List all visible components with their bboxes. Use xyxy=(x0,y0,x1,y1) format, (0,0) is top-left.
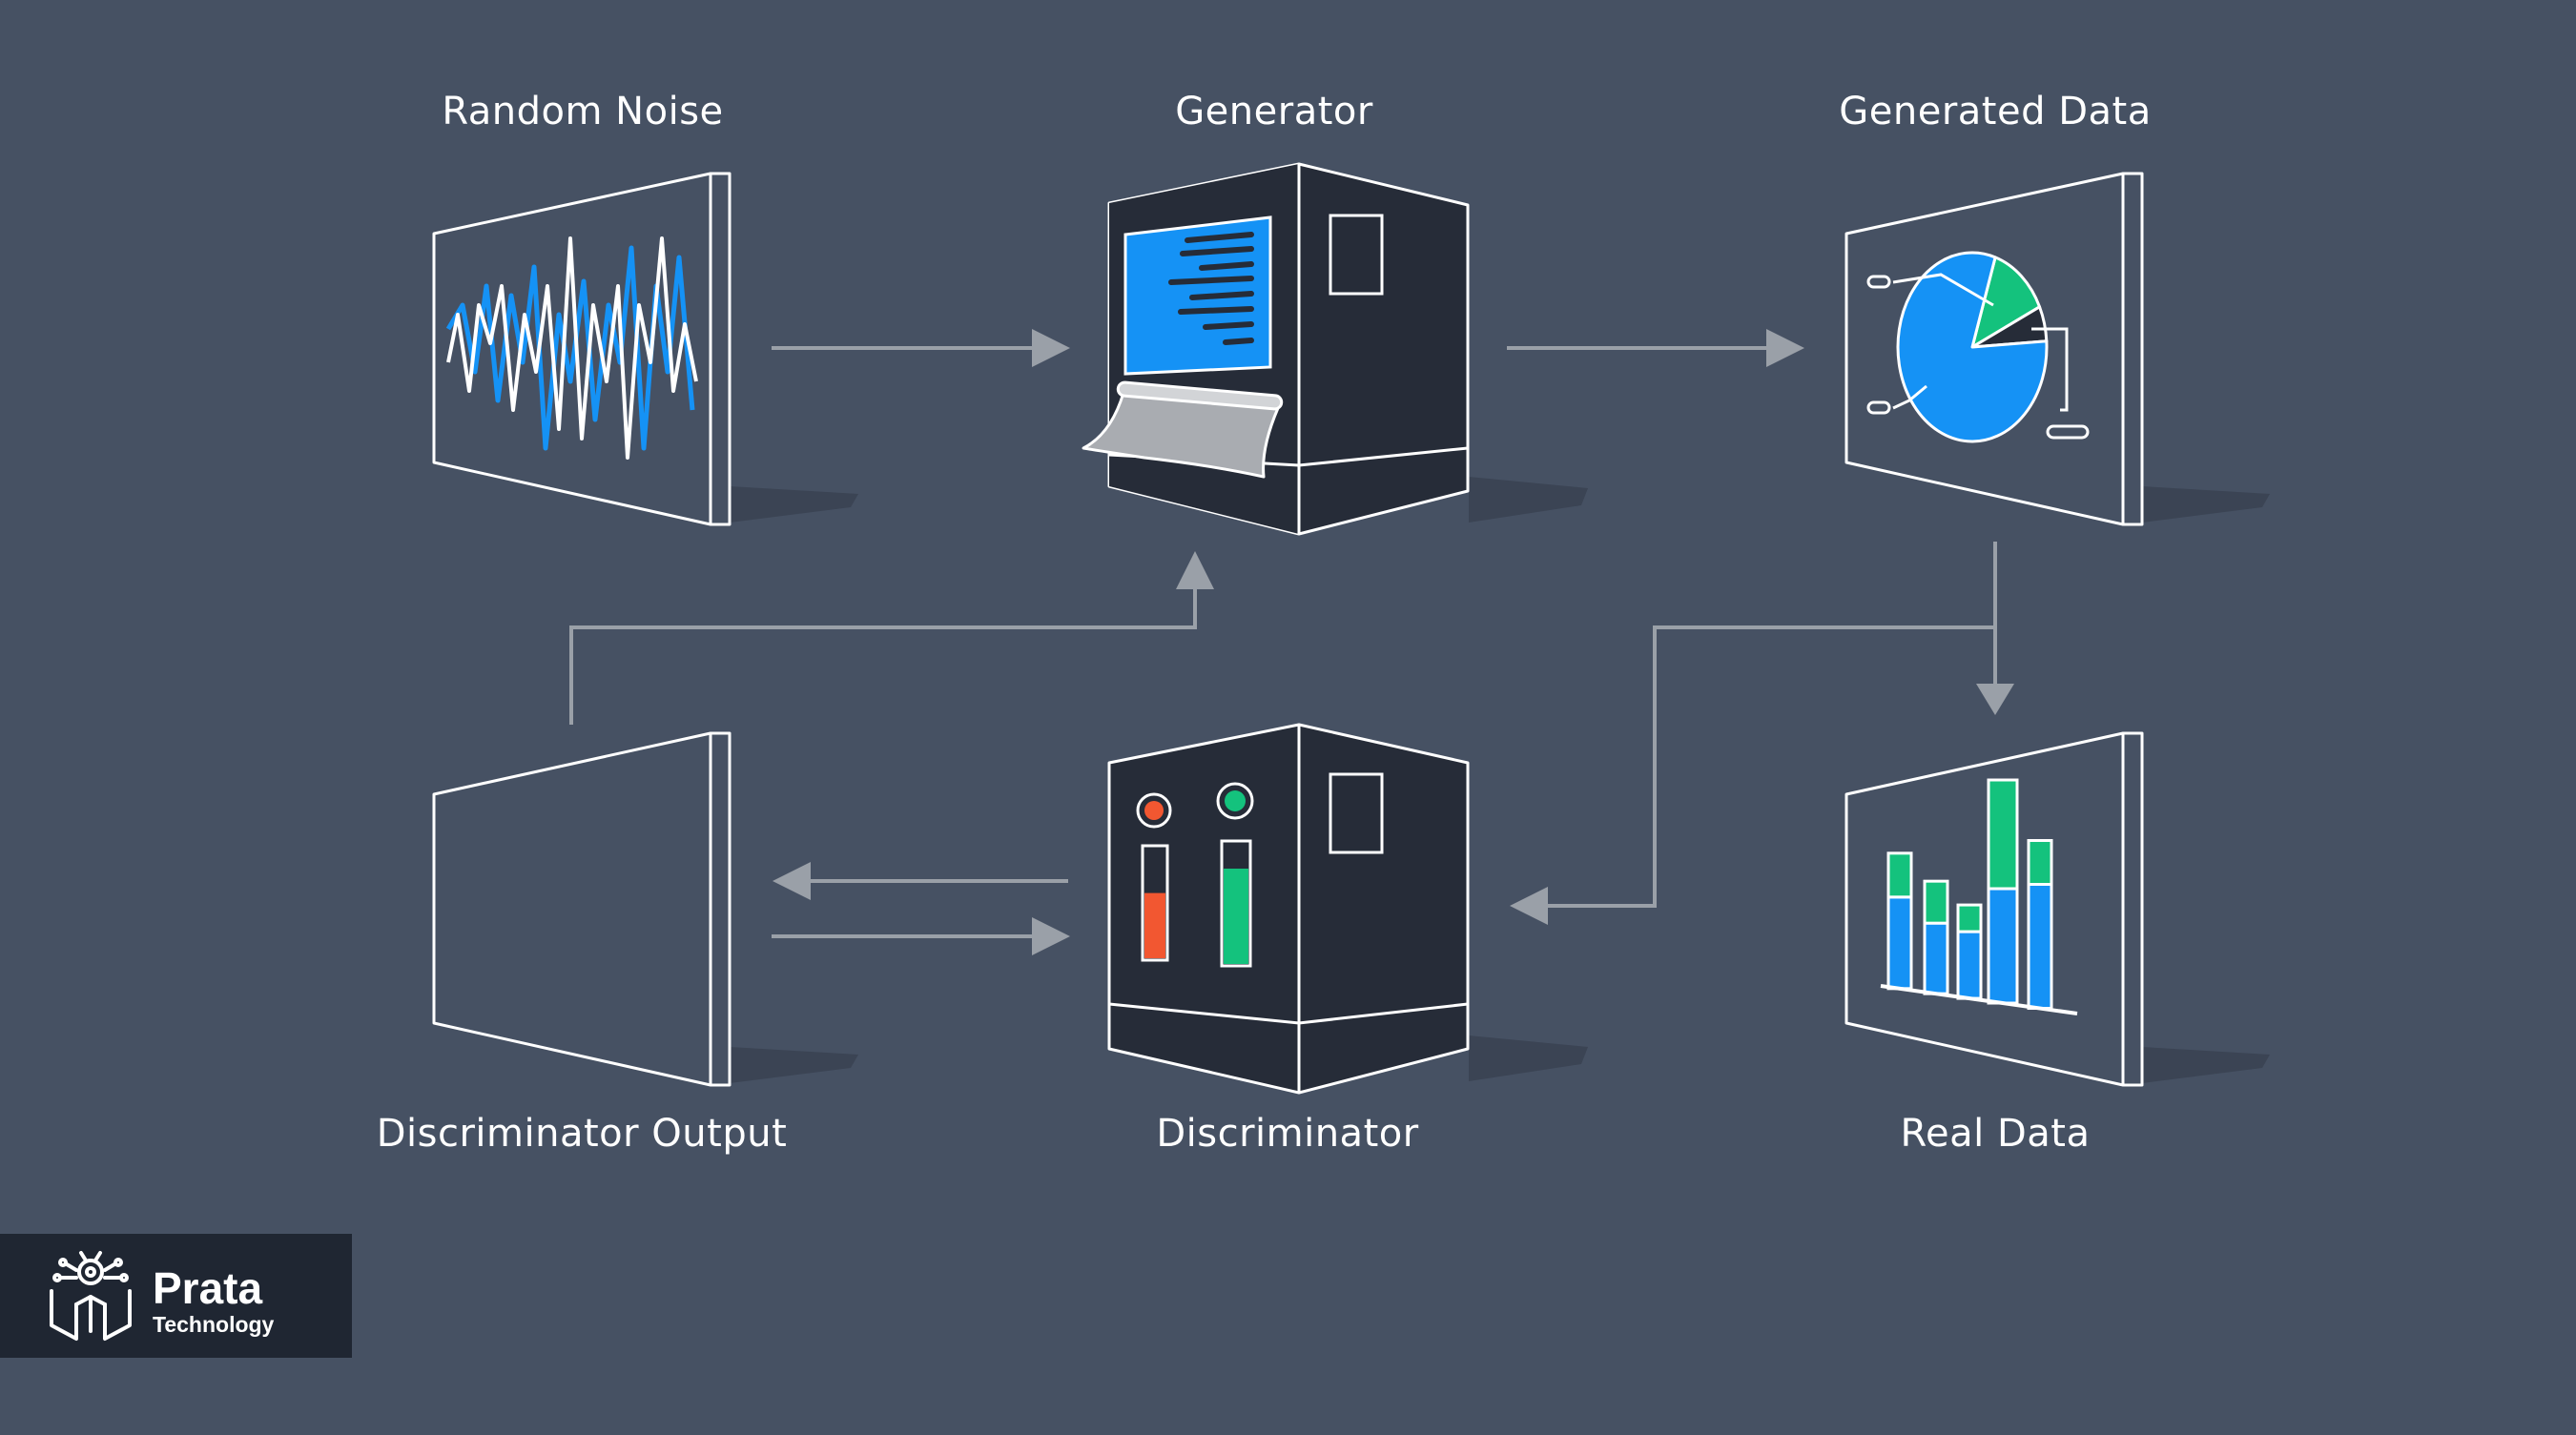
discriminator-window xyxy=(1329,772,1384,854)
generated-data-panel xyxy=(1844,172,2144,526)
real-data-panel xyxy=(1844,731,2144,1087)
bar-green-4 xyxy=(1987,778,2019,891)
shadows xyxy=(730,477,2270,1083)
prata-logo: Prata Technology xyxy=(0,1234,352,1358)
connectors xyxy=(569,346,1997,938)
pie-callouts xyxy=(1866,273,2090,440)
red-gauge-fill xyxy=(1144,892,1165,958)
bar-blue-3 xyxy=(1956,930,1983,1000)
discriminator-output-label: Discriminator Output xyxy=(376,1112,788,1156)
bar-blue-4 xyxy=(1987,887,2019,1005)
logo-tagline: Technology xyxy=(153,1312,275,1337)
bar-chart-baseline xyxy=(1880,984,2078,1015)
arrow-output-to-generator xyxy=(569,582,1197,725)
random-noise-panel xyxy=(432,172,732,526)
bar-blue-1 xyxy=(1886,895,1913,991)
logo-mark-icon xyxy=(50,1251,132,1341)
bar-blue-5 xyxy=(2027,883,2053,1011)
generator-window xyxy=(1329,214,1384,296)
generated-data-label: Generated Data xyxy=(1839,90,2152,133)
discriminator-label: Discriminator xyxy=(1156,1112,1419,1156)
bar-green-1 xyxy=(1886,851,1913,899)
real-data-label: Real Data xyxy=(1900,1112,2091,1156)
generator-label: Generator xyxy=(1175,90,1373,133)
logo-name: Prata xyxy=(153,1263,263,1313)
discriminator-output-panel xyxy=(432,731,732,1087)
pie-slice-3 xyxy=(1896,251,2049,443)
bar-blue-2 xyxy=(1923,921,1949,995)
arrowheads xyxy=(773,329,2014,955)
bar-green-3 xyxy=(1956,903,1983,933)
real-data-bar-chart xyxy=(1886,778,2053,1011)
pie-chart xyxy=(1896,251,2049,443)
noise-wave-white xyxy=(446,236,698,460)
random-noise-label: Random Noise xyxy=(442,90,724,133)
arrow-generated-to-discriminator xyxy=(1540,625,1995,908)
bar-green-2 xyxy=(1923,879,1949,925)
pie-slice-1 xyxy=(1970,256,2042,349)
generator-paper xyxy=(1082,391,1280,479)
green-gauge-fill xyxy=(1224,869,1248,964)
discriminator-machine xyxy=(1107,723,1470,1095)
generator-screen-lines xyxy=(1168,232,1254,345)
bar-green-5 xyxy=(2027,839,2053,887)
generator-machine xyxy=(1082,162,1470,536)
